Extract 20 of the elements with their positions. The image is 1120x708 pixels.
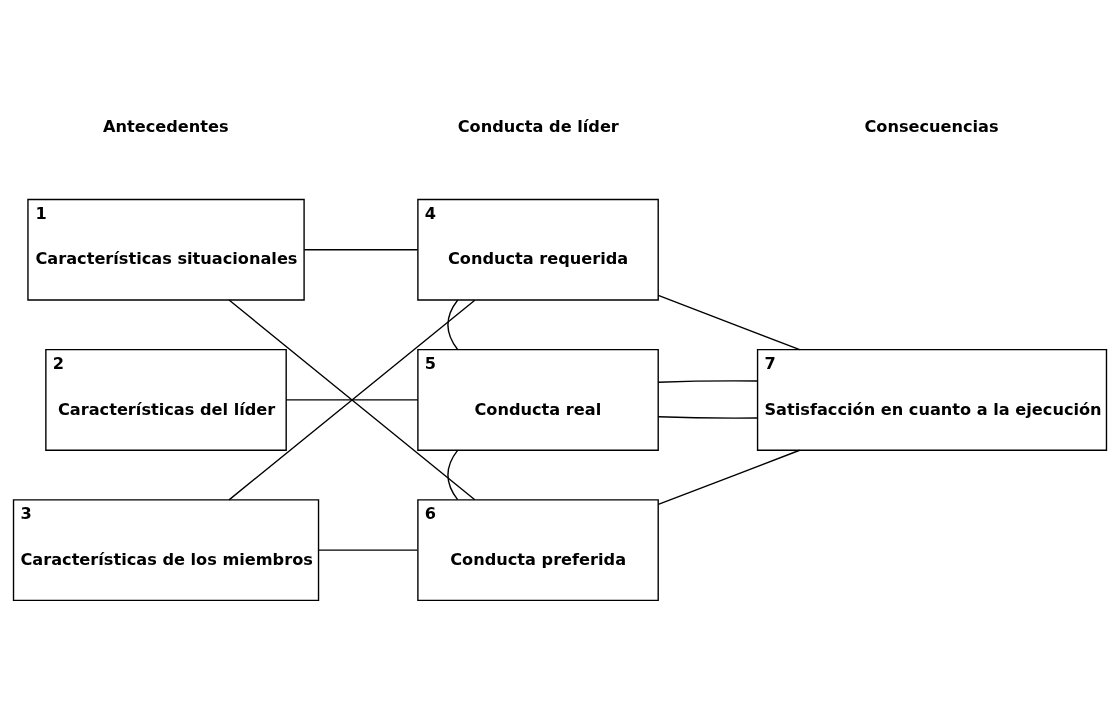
connector xyxy=(657,294,801,351)
connector xyxy=(657,449,801,506)
connector xyxy=(657,380,759,383)
connector xyxy=(447,449,459,501)
label: Antecedentes xyxy=(103,116,229,136)
connector xyxy=(447,299,459,351)
label: Conducta de líder xyxy=(457,116,619,136)
node-box: 6 Conducta preferida xyxy=(417,499,659,602)
node-box: 5 Conducta real xyxy=(417,348,659,451)
node-box: 1 Características situacionales xyxy=(27,198,305,301)
connector xyxy=(285,399,419,401)
connector xyxy=(317,549,419,551)
node-box: 7 Satisfacción en cuanto a la ejecución xyxy=(756,348,1108,451)
connector xyxy=(228,299,476,501)
connector xyxy=(657,416,759,419)
label: Consecuencias xyxy=(864,116,999,136)
node-box: 3 Características de los miembros xyxy=(12,499,320,602)
connector xyxy=(303,249,419,251)
node-box: 2 Características del líder xyxy=(45,348,287,451)
node-box: 4 Conducta requerida xyxy=(417,198,659,301)
